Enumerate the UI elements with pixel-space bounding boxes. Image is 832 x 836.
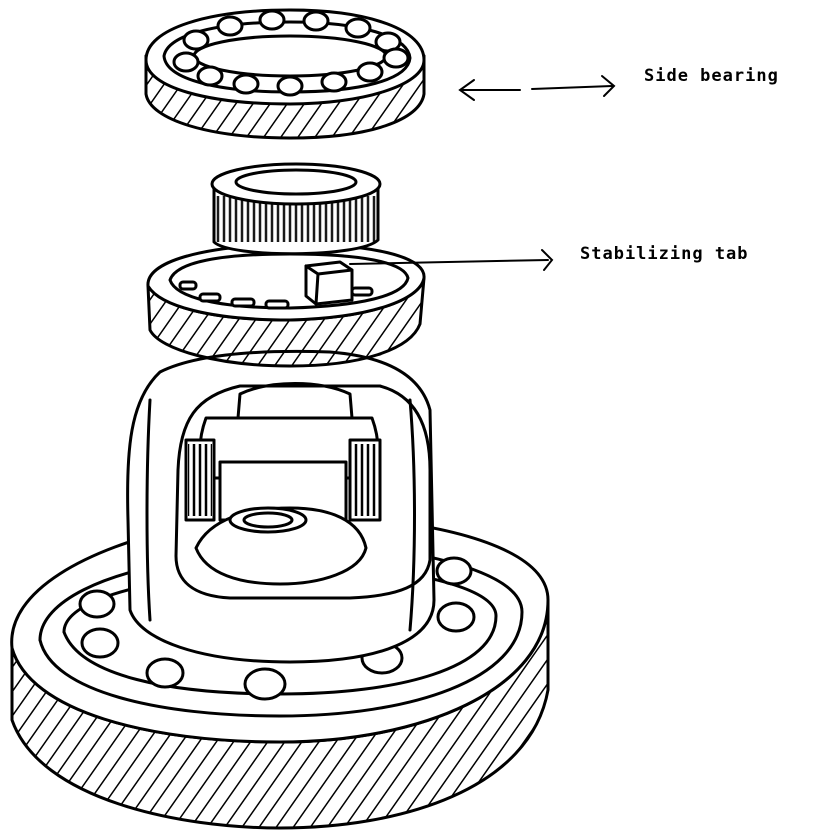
flange-slots — [178, 280, 374, 310]
stabilizing-tab-label: Stabilizing tab — [580, 244, 749, 264]
side-bearing-arrow — [458, 75, 616, 101]
side-gear — [146, 162, 426, 368]
stabilizing-tab-shape — [304, 260, 354, 306]
side-bearing-part — [144, 8, 426, 140]
differential-case — [126, 349, 436, 664]
stabilizing-tab-leader — [349, 249, 554, 271]
bearing-rollers — [172, 9, 410, 97]
side-bearing-label: Side bearing — [644, 66, 779, 86]
